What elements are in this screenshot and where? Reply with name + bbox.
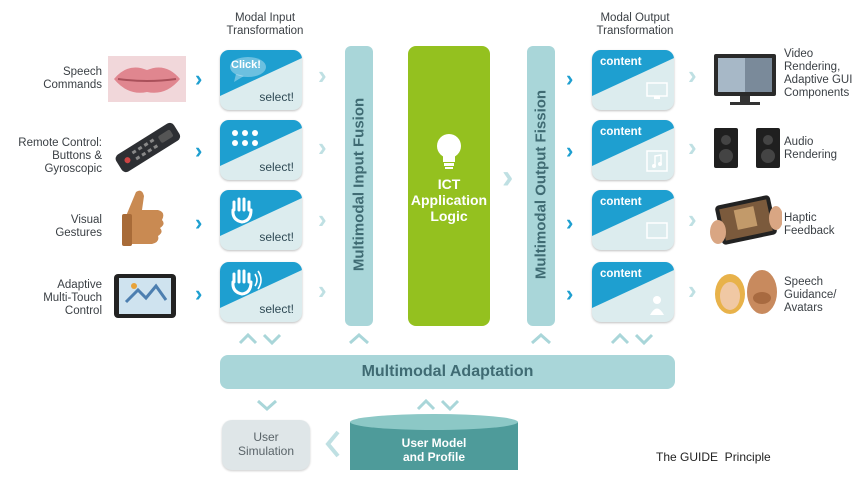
diagram-footer: The GUIDE Principle	[656, 450, 771, 464]
keypad-icon	[230, 128, 260, 150]
output-label-audio: Audio Rendering	[784, 136, 838, 161]
screen-icon	[646, 222, 668, 240]
output-label-video: Video Rendering, Adaptive GUI Components	[784, 48, 853, 99]
input-tile-text: select!	[259, 90, 294, 104]
ict-application-logic: ICT Application Logic	[408, 46, 490, 326]
fusion-chevron-1: ›	[318, 60, 327, 90]
input-updown-arrows	[238, 332, 284, 351]
output-tile-avatars: content	[592, 262, 674, 322]
music-note-icon	[646, 150, 668, 172]
user-simulation-label: User Simulation	[237, 430, 295, 458]
monitor-icon	[646, 82, 668, 100]
input-tile-touch: select!	[220, 262, 302, 322]
output-fission-label: Multimodal Output Fission	[532, 89, 550, 280]
input-chevron-3: ›	[195, 210, 203, 235]
lightbulb-icon	[434, 132, 464, 175]
device-chevron-1: ›	[688, 60, 697, 90]
multimodal-adaptation-label: Multimodal Adaptation	[361, 363, 534, 380]
output-chevron-4: ›	[566, 281, 574, 306]
fusion-chevron-4: ›	[318, 275, 327, 305]
output-fission-bar: Multimodal Output Fission	[527, 46, 555, 326]
input-label-gestures: Visual Gestures	[55, 214, 102, 239]
output-updown-arrows	[610, 332, 656, 351]
input-chevron-4: ›	[195, 281, 203, 306]
remote-control-icon	[108, 118, 186, 178]
user-model-label: User Model and Profile	[401, 436, 467, 464]
output-label-avatars: Speech Guidance/ Avatars	[784, 276, 837, 314]
fusion-chevron-3: ›	[318, 204, 327, 234]
output-tile-text: content	[600, 196, 642, 208]
input-chevron-2: ›	[195, 138, 203, 163]
tv-icon	[712, 50, 778, 111]
output-tile-video: content	[592, 50, 674, 110]
output-transformation-header: Modal Output Transformation	[596, 12, 674, 37]
simulation-down-arrow	[256, 398, 278, 417]
output-chevron-2: ›	[566, 138, 574, 163]
multimodal-adaptation-bar: Multimodal Adaptation	[220, 355, 675, 389]
person-icon	[648, 294, 666, 316]
user-simulation-box: User Simulation	[222, 420, 310, 470]
input-tile-text: select!	[259, 160, 294, 174]
ict-label: ICT Application Logic	[410, 176, 488, 224]
model-to-simulation-chevron	[322, 430, 344, 463]
lips-icon	[108, 56, 186, 102]
output-tile-text: content	[600, 268, 642, 280]
device-chevron-3: ›	[688, 204, 697, 234]
avatars-icon	[710, 262, 782, 327]
speech-bubble-icon	[228, 56, 268, 82]
output-chevron-3: ›	[566, 210, 574, 235]
output-tile-text: content	[600, 126, 642, 138]
input-label-speech: Speech Commands	[43, 66, 102, 91]
input-fusion-bar: Multimodal Input Fusion	[345, 46, 373, 326]
thumbs-up-icon	[118, 188, 168, 250]
device-chevron-4: ›	[688, 275, 697, 305]
input-tile-gestures: select!	[220, 190, 302, 250]
input-label-touch: Adaptive Multi-Touch Control	[43, 279, 102, 317]
device-chevron-2: ›	[688, 132, 697, 162]
tablet-icon	[112, 272, 178, 320]
speakers-icon	[712, 124, 782, 175]
waving-hand-icon	[230, 268, 262, 296]
input-transformation-header: Modal Input Transformation	[226, 12, 304, 37]
output-tile-audio: content	[592, 120, 674, 180]
user-model-database: User Model and Profile	[348, 412, 520, 473]
model-updown-arrows	[416, 398, 462, 417]
output-tile-text: content	[600, 56, 642, 68]
ict-chevron: ›	[502, 158, 514, 196]
fusion-chevron-2: ›	[318, 132, 327, 162]
output-tile-haptic: content	[592, 190, 674, 250]
output-label-haptic: Haptic Feedback	[784, 212, 835, 237]
input-tile-remote: select!	[220, 120, 302, 180]
tablet-hands-icon	[710, 190, 783, 255]
input-fusion-label: Multimodal Input Fusion	[350, 97, 368, 272]
input-tile-text: select!	[259, 302, 294, 316]
input-tile-speech: Click! select!	[220, 50, 302, 110]
input-label-remote: Remote Control: Buttons & Gyroscopic	[18, 137, 102, 175]
input-tile-text: select!	[259, 230, 294, 244]
fusion-up-arrow	[348, 332, 370, 351]
click-badge: Click!	[231, 59, 261, 71]
fission-up-arrow	[530, 332, 552, 351]
output-chevron-1: ›	[566, 66, 574, 91]
input-chevron-1: ›	[195, 66, 203, 91]
hand-icon	[230, 196, 254, 224]
